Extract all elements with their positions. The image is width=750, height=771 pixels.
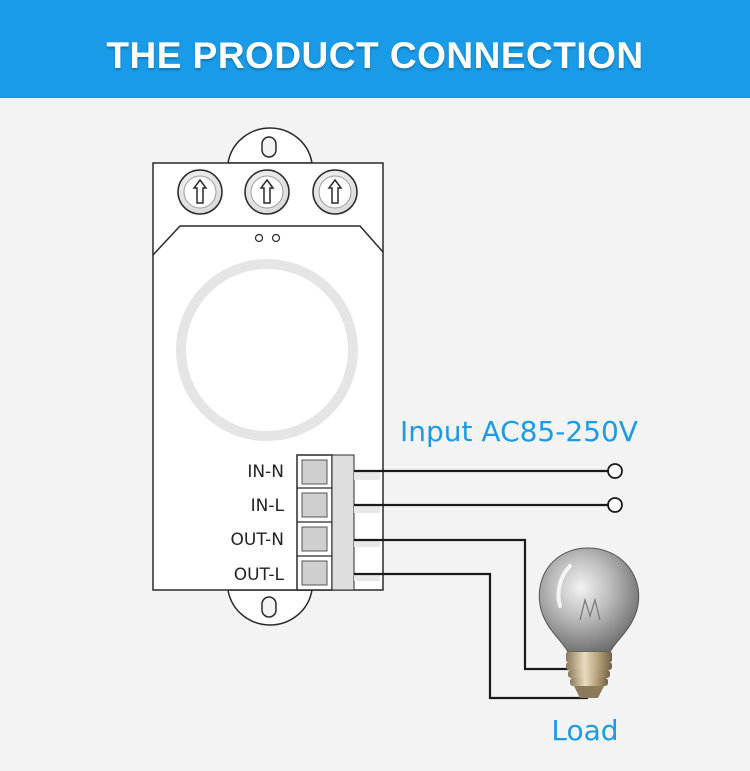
page-title: THE PRODUCT CONNECTION — [106, 35, 644, 76]
mounting-ear-top — [227, 127, 313, 164]
terminal-slot-in-n — [301, 459, 328, 485]
wire-end-circle-in-l — [607, 497, 623, 513]
sensor-panel — [152, 225, 384, 256]
terminal-slot-out-l — [301, 560, 328, 586]
terminal-label-in-l: IN-L — [251, 496, 285, 516]
pir-sensor-lens-icon — [176, 259, 358, 441]
wire-out-n — [354, 538, 575, 671]
terminal-label-out-n: OUT-N — [231, 530, 285, 550]
led-indicator-icon — [254, 233, 281, 243]
wires — [354, 469, 608, 700]
mounting-ear-bottom — [227, 589, 313, 626]
wire-out-l — [354, 572, 588, 700]
screw-terminal-icon — [192, 178, 208, 204]
screw-2[interactable] — [244, 169, 290, 215]
load-label: Load — [551, 714, 618, 747]
input-voltage-label: Input AC85-250V — [400, 415, 638, 448]
light-bulb-icon — [538, 547, 640, 698]
terminal-slot-out-n — [301, 526, 328, 552]
terminal-block — [296, 454, 380, 591]
header-banner: THE PRODUCT CONNECTION — [0, 0, 750, 98]
screw-1[interactable] — [177, 169, 223, 215]
connection-diagram: IN-N IN-L OUT-N OUT-L Input AC85-250V Lo… — [152, 127, 640, 747]
terminal-label-in-n: IN-N — [247, 462, 284, 482]
terminal-slot-in-l — [301, 492, 328, 518]
terminal-label-out-l: OUT-L — [234, 565, 285, 585]
screw-3[interactable] — [312, 169, 358, 215]
wire-end-circle-icon — [607, 463, 623, 479]
